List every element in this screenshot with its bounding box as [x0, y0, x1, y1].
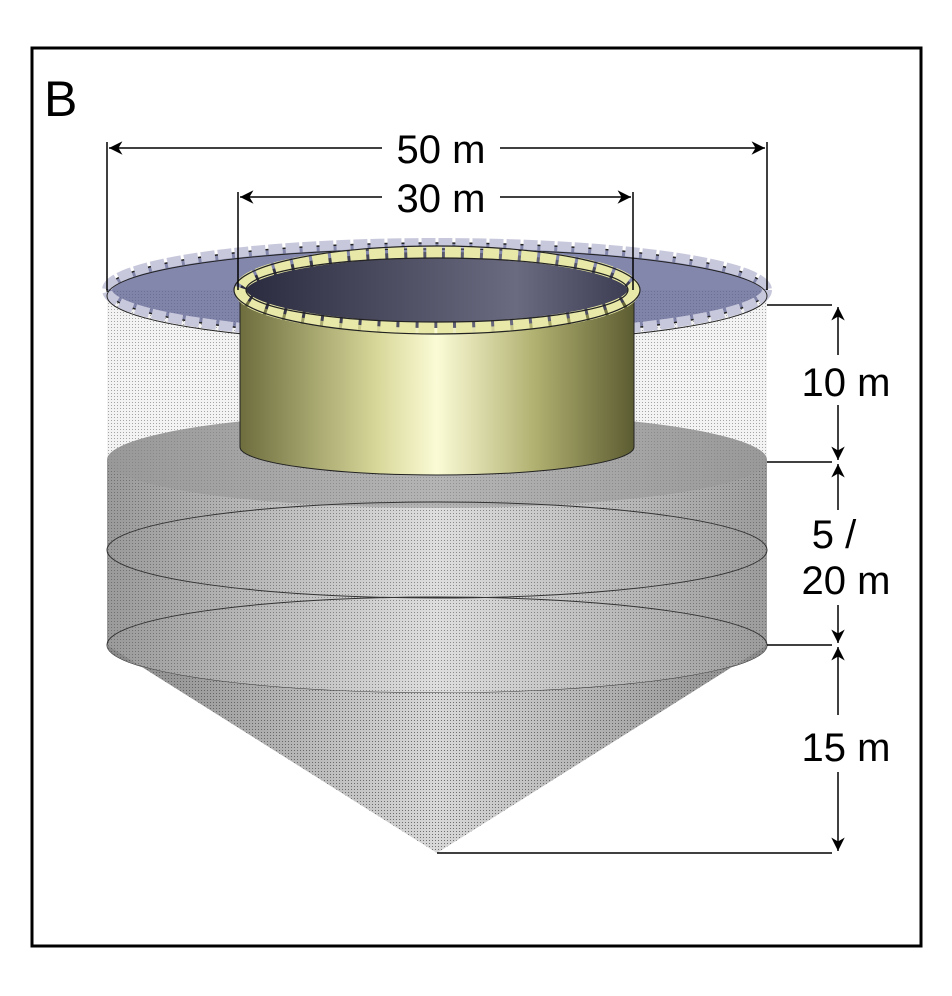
- dimension-lines: [106, 141, 845, 854]
- inner-diameter-label: 30 m: [397, 177, 486, 221]
- net-cone: [107, 645, 767, 853]
- mid-depth-label-line1: 5 /: [812, 513, 857, 557]
- outer-diameter-label: 50 m: [397, 128, 486, 172]
- collar-depth-label: 10 m: [802, 361, 891, 405]
- mid-depth-label-line2: 20 m: [802, 559, 891, 603]
- cone-depth-label: 15 m: [802, 726, 891, 770]
- inner-cylinder: [233, 245, 641, 476]
- panel-label: B: [44, 71, 77, 127]
